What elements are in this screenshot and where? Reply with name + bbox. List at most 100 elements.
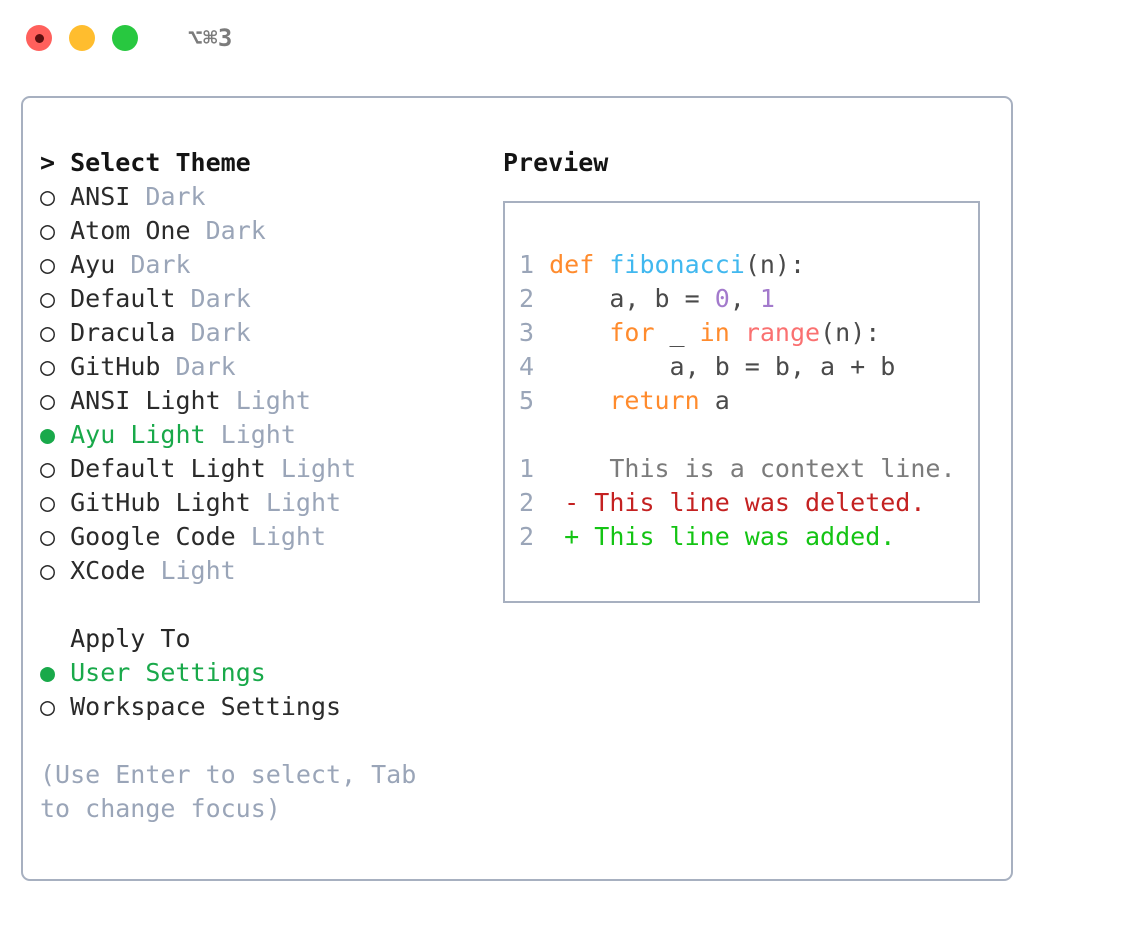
spacer [145,556,160,585]
spacer [55,284,70,313]
diff-sign: + [564,522,580,551]
apply-to-option-user-settings[interactable]: ● User Settings [40,656,483,690]
theme-option-github-light[interactable]: ○ GitHub Light Light [40,486,483,520]
code-line-number: 5 [519,386,535,415]
theme-selector-panel: > Select Theme ○ ANSI Dark○ Atom One Dar… [21,96,1013,881]
code-token-builtin: range [744,318,821,347]
code-line: 4 a, b = b, a + b [519,350,978,384]
spacer [55,182,70,211]
spacer [206,420,221,449]
code-token-number: 1 [759,284,775,313]
theme-option-xcode[interactable]: ○ XCode Light [40,554,483,588]
theme-option-ansi-light[interactable]: ○ ANSI Light Light [40,384,483,418]
keyboard-hint-text: (Use Enter to select, Tab to change focu… [40,760,432,823]
theme-variant-label: Dark [190,284,251,313]
spacer [534,454,564,483]
apply-to-heading: Apply To [40,624,191,653]
maximize-button[interactable] [112,25,138,51]
spacer [55,522,70,551]
spacer [160,352,175,381]
radio-unselected-icon: ○ [40,386,56,415]
traffic-light-buttons [26,25,138,51]
apply-to-option-label: User Settings [70,658,266,687]
diff-text: This is a context line. [579,454,956,483]
spacer [55,658,70,687]
radio-unselected-icon: ○ [40,318,56,347]
spacer [130,182,145,211]
spacer [266,454,281,483]
theme-variant-label: Dark [175,352,236,381]
spacer [55,556,70,585]
code-line-number: 3 [519,318,535,347]
code-line-number: 2 [519,284,535,313]
code-token-plain [730,318,745,347]
radio-unselected-icon: ○ [40,454,56,483]
theme-option-ayu-light[interactable]: ● Ayu Light Light [40,418,483,452]
diff-text: This line was added. [579,522,896,551]
spacer [55,420,70,449]
radio-unselected-icon: ○ [40,522,56,551]
theme-variant-label: Light [220,420,296,449]
spacer [55,352,70,381]
theme-option-default-light[interactable]: ○ Default Light Light [40,452,483,486]
spacer [55,250,70,279]
code-token-keyword: for [609,318,655,347]
code-token-keyword: def [549,250,610,279]
spacer [191,216,206,245]
diff-text: This line was deleted. [579,488,926,517]
theme-option-label: GitHub [70,352,161,381]
spacer [251,488,266,517]
theme-option-label: GitHub Light [70,488,251,517]
theme-option-ayu[interactable]: ○ Ayu Dark [40,248,483,282]
theme-option-label: Dracula [70,318,176,347]
spacer [55,216,70,245]
radio-unselected-icon: ○ [40,488,56,517]
spacer [534,250,549,279]
diff-line-deleted: 2 - This line was deleted. [519,486,978,520]
preview-column: Preview 1 def fibonacci(n):2 a, b = 0, 1… [483,146,1011,603]
theme-variant-label: Light [280,454,357,483]
apply-to-option-label: Workspace Settings [70,692,342,721]
code-token-punct: (n): [820,318,881,347]
theme-option-atom-one[interactable]: ○ Atom One Dark [40,214,483,248]
diff-sign [564,454,579,483]
apply-to-option-list: ● User Settings○ Workspace Settings [40,656,483,724]
diff-line-added: 2 + This line was added. [519,520,978,554]
radio-unselected-icon: ○ [40,692,56,721]
theme-variant-label: Light [160,556,236,585]
apply-to-option-workspace-settings[interactable]: ○ Workspace Settings [40,690,483,724]
theme-option-google-code[interactable]: ○ Google Code Light [40,520,483,554]
code-line-number: 1 [519,250,535,279]
spacer [55,386,70,415]
diff-sign: - [564,488,580,517]
spacer [534,386,549,415]
spacer [221,386,236,415]
close-button[interactable] [26,25,52,51]
diff-line-number: 2 [519,522,535,551]
theme-variant-label: Light [235,386,311,415]
theme-option-ansi[interactable]: ○ ANSI Dark [40,180,483,214]
code-line: 5 return a [519,384,978,418]
hint-spacer [40,724,483,758]
diff-line-number: 1 [519,454,535,483]
minimize-button[interactable] [69,25,95,51]
theme-option-github[interactable]: ○ GitHub Dark [40,350,483,384]
spacer [534,318,549,347]
theme-variant-label: Dark [205,216,266,245]
spacer [55,692,70,721]
theme-option-label: Google Code [70,522,236,551]
spacer [175,318,190,347]
code-token-keyword: return [609,386,700,415]
theme-option-default[interactable]: ○ Default Dark [40,282,483,316]
theme-variant-label: Light [250,522,327,551]
code-token-plain [549,318,609,347]
spacer [55,488,70,517]
code-token-plain: a, b = [549,284,715,313]
theme-variant-label: Dark [130,250,191,279]
radio-unselected-icon: ○ [40,284,56,313]
spacer [115,250,130,279]
theme-option-dracula[interactable]: ○ Dracula Dark [40,316,483,350]
theme-option-label: Default [70,284,176,313]
